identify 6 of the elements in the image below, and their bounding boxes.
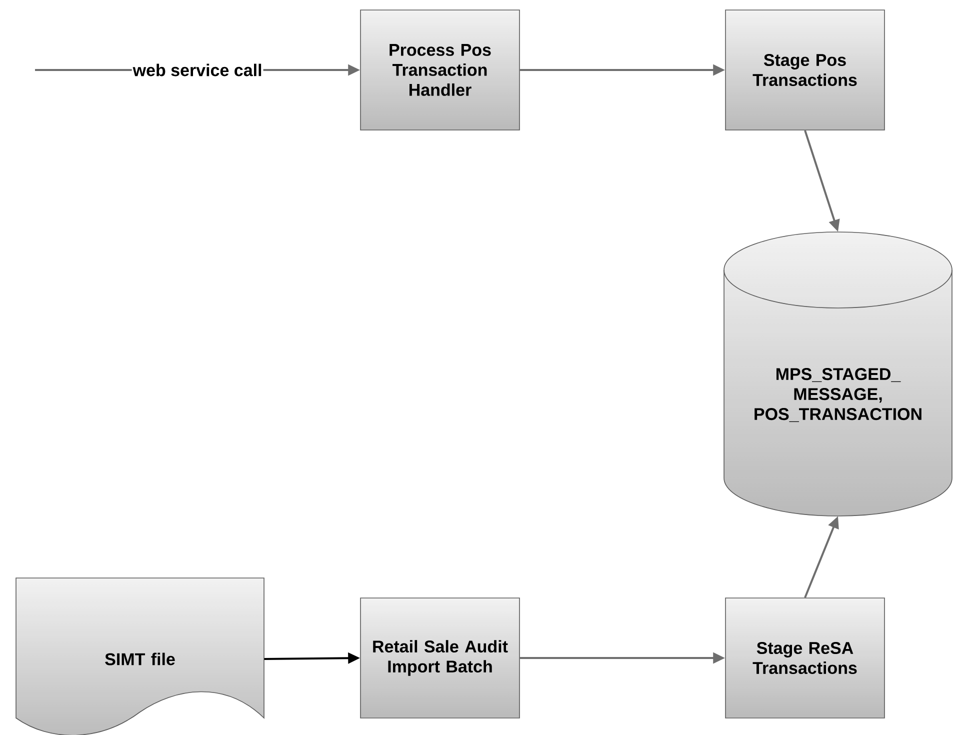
process-box: Stage Pos Transactions	[725, 10, 885, 130]
process-box: Retail Sale Audit Import Batch	[360, 598, 520, 718]
edge-label: web service call	[132, 62, 264, 78]
process-box: Process Pos Transaction Handler	[360, 10, 520, 130]
process-box: Stage ReSA Transactions	[725, 598, 885, 718]
database-cylinder: MPS_STAGED_ MESSAGE, POS_TRANSACTION	[724, 232, 952, 516]
